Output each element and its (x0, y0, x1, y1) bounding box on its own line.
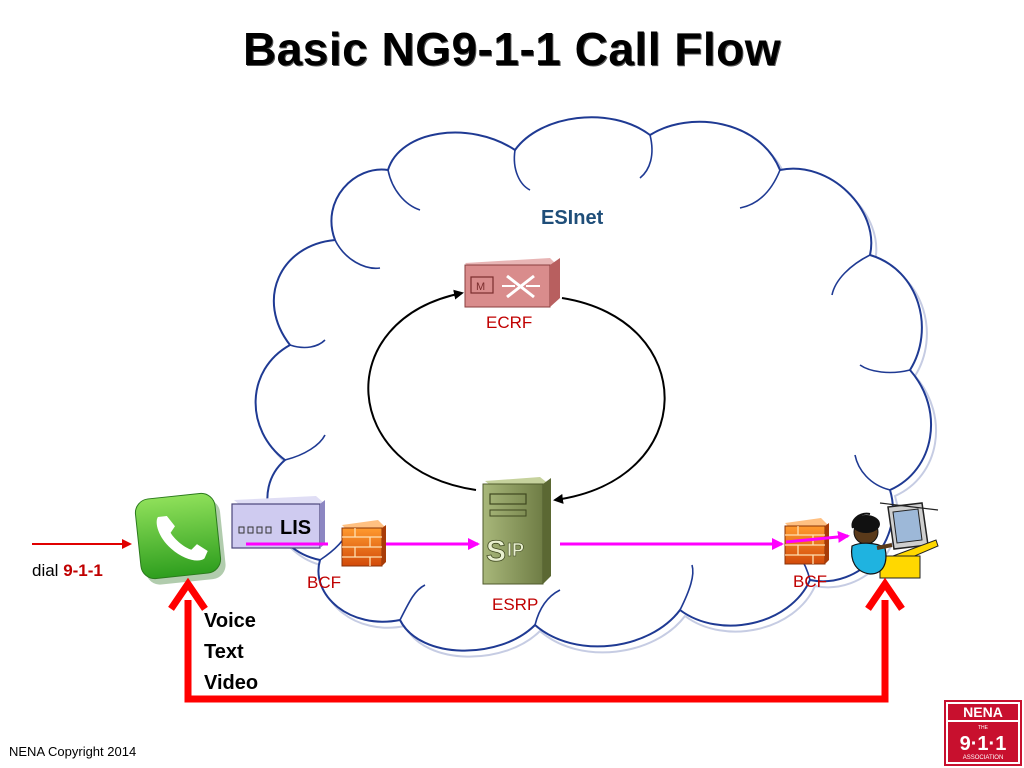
loop-arrow-right (553, 297, 666, 504)
firewall-icon-right (784, 518, 829, 565)
media-path-bcf-psap (785, 530, 850, 544)
bcf-right-label: BCF (793, 572, 827, 591)
svg-text:ASSOCIATION: ASSOCIATION (963, 755, 1004, 761)
router-icon: M (464, 258, 560, 308)
esinet-label: ESInet (541, 207, 604, 229)
media-type-list: Voice Text Video (204, 606, 258, 699)
dial-number: 9-1-1 (63, 561, 103, 580)
firewall-icon-left (341, 520, 386, 567)
sip-server-icon: S IP (482, 477, 551, 585)
svg-text:S: S (486, 535, 506, 568)
nena-logo: NENA THE 9·1·1 ASSOCIATION (944, 700, 1022, 766)
svg-text:THE: THE (978, 725, 989, 731)
dial-label: dial 9-1-1 (32, 561, 103, 581)
copyright-notice: NENA Copyright 2014 (9, 744, 137, 759)
slide-title: Basic NG9-1-1 Call Flow (242, 23, 782, 75)
esinet-cloud (254, 116, 937, 658)
loop-arrow-left (367, 289, 477, 491)
bcf-left-label: BCF (307, 573, 341, 592)
media-text: Text (204, 641, 244, 663)
esrp-label: ESRP (492, 595, 539, 614)
ecrf-label: ECRF (486, 313, 533, 332)
media-video: Video (204, 672, 259, 694)
phone-icon (134, 492, 226, 585)
lis-server-icon (231, 496, 325, 549)
call-taker-icon (850, 502, 939, 579)
svg-text:IP: IP (507, 540, 524, 560)
svg-text:M: M (476, 281, 485, 293)
svg-text:NENA: NENA (963, 704, 1003, 720)
media-voice: Voice (204, 610, 256, 632)
media-return-arrow-right (865, 577, 905, 611)
media-return-path (184, 600, 889, 703)
dial-prefix: dial (32, 561, 64, 580)
lis-label: LIS (280, 517, 312, 539)
media-return-arrow-left (168, 577, 208, 611)
svg-text:9·1·1: 9·1·1 (960, 733, 1007, 755)
